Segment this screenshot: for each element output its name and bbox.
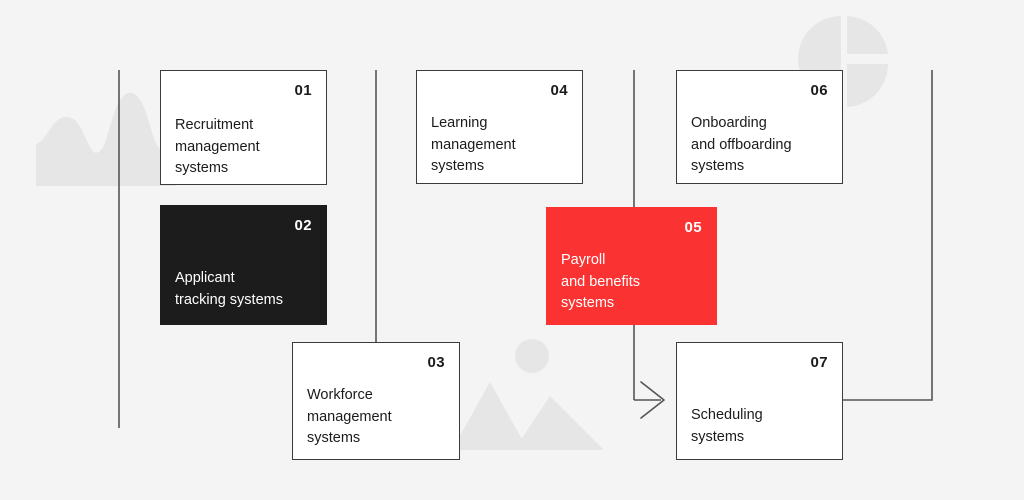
card-onboarding-and-offboarding-systems[interactable]: 06 Onboarding and offboarding systems [676, 70, 843, 184]
chevron-arrow-icon [640, 381, 665, 419]
card-scheduling-systems[interactable]: 07 Scheduling systems [676, 342, 843, 460]
card-number: 03 [427, 354, 445, 371]
card-title: Scheduling systems [691, 407, 763, 445]
card-workforce-management-systems[interactable]: 03 Workforce management systems [292, 342, 460, 460]
card-applicant-tracking-systems[interactable]: 02 Applicant tracking systems [160, 205, 327, 325]
card-recruitment-management-systems[interactable]: 01 Recruitment management systems [160, 70, 327, 185]
card-title: Applicant tracking systems [175, 270, 283, 308]
connector-right-rail [843, 70, 933, 401]
card-title: Recruitment management systems [175, 117, 260, 176]
card-title: Learning management systems [431, 115, 516, 174]
card-number: 01 [294, 82, 312, 99]
card-title: Payroll and benefits systems [561, 252, 641, 311]
card-title: Workforce management systems [307, 387, 392, 446]
card-number: 05 [684, 219, 702, 236]
card-title: Onboarding and offboarding systems [691, 115, 792, 174]
card-number: 04 [550, 82, 568, 99]
card-number: 02 [294, 217, 312, 234]
card-number: 07 [810, 354, 828, 371]
card-payroll-and-benefits-systems[interactable]: 05 Payroll and benefits systems [546, 207, 717, 325]
card-number: 06 [810, 82, 828, 99]
card-learning-management-systems[interactable]: 04 Learning management systems [416, 70, 583, 184]
